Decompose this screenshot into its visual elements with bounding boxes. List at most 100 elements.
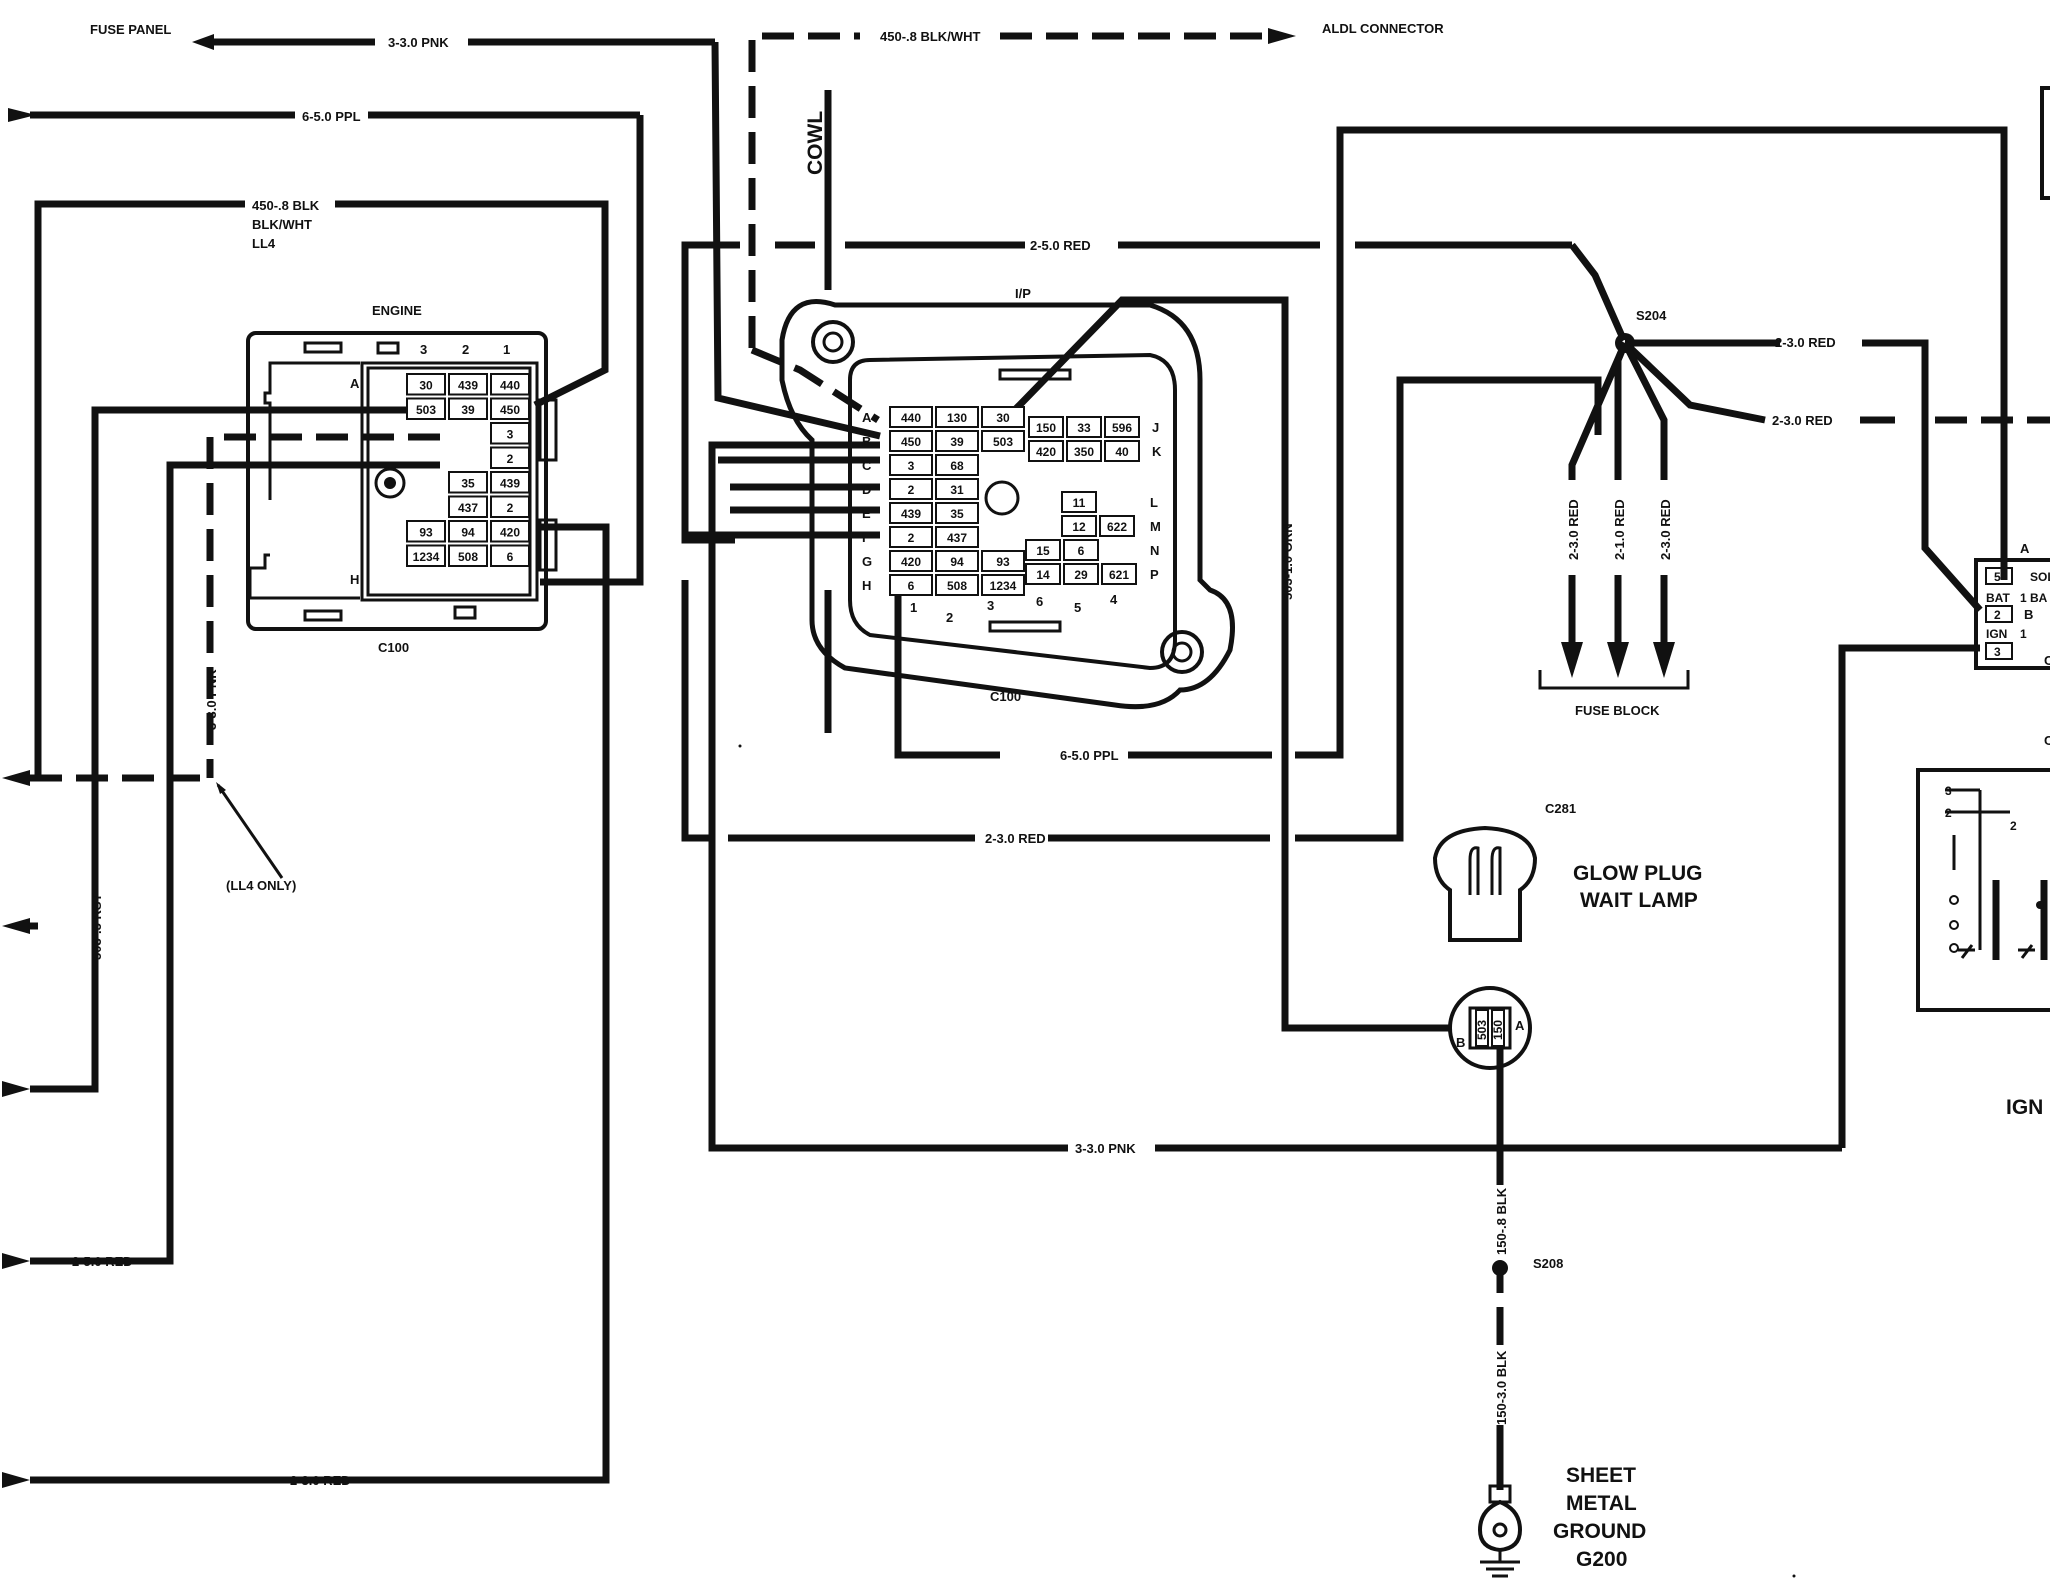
ll4-label: LL4 [252, 236, 276, 251]
aldl-arrow [1268, 28, 1296, 44]
ip-pin-6-2: 93 [996, 555, 1010, 569]
ip-pin-2-0-box [889, 454, 933, 476]
wire-label-ppl-mid: 6-5.0 PPL [1060, 748, 1119, 763]
engine-pin-7-1: 508 [458, 550, 478, 564]
s208-label: S208 [1533, 1256, 1563, 1271]
engine-pin-0-2: 440 [500, 378, 520, 392]
lamp-pin-503: 503 [1475, 1020, 1489, 1040]
wire-label-red-r1: 2-3.0 RED [1775, 335, 1836, 350]
ip-pin-0-1-box [935, 406, 979, 428]
s208-splice [1492, 1260, 1508, 1276]
wire-label-pnk-top: 3-3.0 PNK [388, 35, 449, 50]
ip-row-label-6: G [862, 554, 872, 569]
engine-pin-1-2-box [490, 397, 530, 420]
switch-b-label: B [2024, 607, 2033, 622]
wire-label-orn: 503-1.0 ORN [1280, 523, 1295, 600]
engine-pin-3-2-box [490, 446, 530, 469]
ground-label-2: METAL [1566, 1492, 1637, 1515]
engine-pin-0-0-box [406, 373, 446, 396]
wire-arrow-rst [2, 1081, 30, 1097]
ip-lr-pin-2-1-box [1063, 539, 1099, 561]
ip-row-label-0: A [862, 410, 872, 425]
engine-pin-0-2-box [490, 373, 530, 396]
switch-ign-pin-1: 1 [2020, 627, 2027, 641]
switch-ign-label: IGN [1986, 627, 2007, 641]
ip-jk-pin-1-2-box [1104, 440, 1140, 462]
engine-pin-6-1: 94 [461, 525, 475, 539]
ip-pin-3-0: 2 [908, 483, 915, 497]
c281-label: C281 [1545, 801, 1576, 816]
ip-jk-pin-0-0-box [1028, 416, 1064, 438]
engine-col-label-3: 3 [420, 342, 427, 357]
ip-bottom-num-0: 1 [910, 600, 917, 615]
wire-label-red-left: 2-5.0 RED [72, 1254, 133, 1269]
ip-row-label-5: F [862, 530, 870, 545]
ip-jk-pin-1-1: 350 [1074, 445, 1094, 459]
ign-pin-3: 3 [1945, 784, 1952, 798]
ip-pin-0-0: 440 [901, 411, 921, 425]
engine-label: ENGINE [372, 303, 422, 318]
ip-lr-pin-3-2-box [1101, 563, 1137, 585]
ip-pin-0-2-box [981, 406, 1025, 428]
ign-label: IGN [2006, 1096, 2043, 1119]
ip-lr-pin-1-1: 622 [1107, 520, 1127, 534]
ip-pin-4-0: 439 [901, 507, 921, 521]
fuse-drop-arrow-1 [1561, 642, 1583, 678]
ip-jk-pin-0-1-box [1066, 416, 1102, 438]
fuse-drop-arrow-3 [1653, 642, 1675, 678]
ip-pin-1-2: 503 [993, 435, 1013, 449]
engine-pin-2-2: 3 [507, 427, 514, 441]
fuse-panel-label: FUSE PANEL [90, 22, 171, 37]
c100-engine-label: C100 [378, 640, 409, 655]
wire-label-red-r2: 2-3.0 RED [1772, 413, 1833, 428]
engine-pin-1-1-box [448, 397, 488, 420]
wire-label-red-mid: 2-3.0 RED [985, 831, 1046, 846]
engine-pin-1-0-box [406, 397, 446, 420]
ip-jk-pin-1-1-box [1066, 440, 1102, 462]
glow-plug-label-2: WAIT LAMP [1580, 889, 1698, 912]
fuse-drop-arrow-2 [1607, 642, 1629, 678]
engine-row-label-h: H [350, 572, 359, 587]
ip-pin-3-0-box [889, 478, 933, 500]
ip-pin-7-1: 508 [947, 579, 967, 593]
wire-label-rst: 503-.5 RST [89, 893, 104, 960]
engine-pin-5-1: 437 [458, 501, 478, 515]
ip-pin-5-1: 437 [947, 531, 967, 545]
ip-lr-pin-2-0: 15 [1036, 544, 1050, 558]
fuse-block-label: FUSE BLOCK [1575, 703, 1660, 718]
ground-label-1: SHEET [1566, 1464, 1636, 1487]
engine-pin-1-0: 503 [416, 403, 436, 417]
ign-pin-2: 2 [1945, 806, 1952, 820]
ip-pin-7-2-box [981, 574, 1025, 596]
ip-lr-pin-1-0: 12 [1072, 520, 1086, 534]
lamp-socket: 503 150 [1448, 986, 1532, 1070]
wire-label-red-bottom: 2-3.0 RED [290, 1473, 351, 1488]
engine-pin-7-0-box [406, 544, 446, 567]
ip-lp-label-2: N [1150, 543, 1159, 558]
switch-bat-pin-1: 1 [2020, 591, 2027, 605]
engine-pin-6-0: 93 [419, 525, 433, 539]
engine-pin-0-1-box [448, 373, 488, 396]
ip-jk-pin-1-2: 40 [1115, 445, 1129, 459]
ip-row-label-2: C [862, 458, 872, 473]
ip-lr-pin-1-0-box [1061, 515, 1097, 537]
engine-pin-0-1: 439 [458, 378, 478, 392]
engine-pin-7-2-box [490, 544, 530, 567]
switch-a-label: A [2020, 541, 2030, 556]
ip-jk-pin-0-1: 33 [1077, 421, 1091, 435]
wire-label-450-blk: 450-.8 BLK [252, 198, 320, 213]
s204-label: S204 [1636, 308, 1667, 323]
ip-jk-label-1: K [1152, 444, 1162, 459]
engine-pin-6-2: 420 [500, 525, 520, 539]
ip-pin-6-2-box [981, 550, 1025, 572]
ip-lr-pin-2-0-box [1025, 539, 1061, 561]
engine-pin-7-0: 1234 [413, 550, 440, 564]
engine-pin-7-1-box [448, 544, 488, 567]
ip-lr-pin-3-0-box [1025, 563, 1061, 585]
ip-lr-pin-1-1-box [1099, 515, 1135, 537]
ip-lr-pin-0-0-box [1061, 491, 1097, 513]
wire-label-pnk-bot: 3-3.0 PNK [1075, 1141, 1136, 1156]
